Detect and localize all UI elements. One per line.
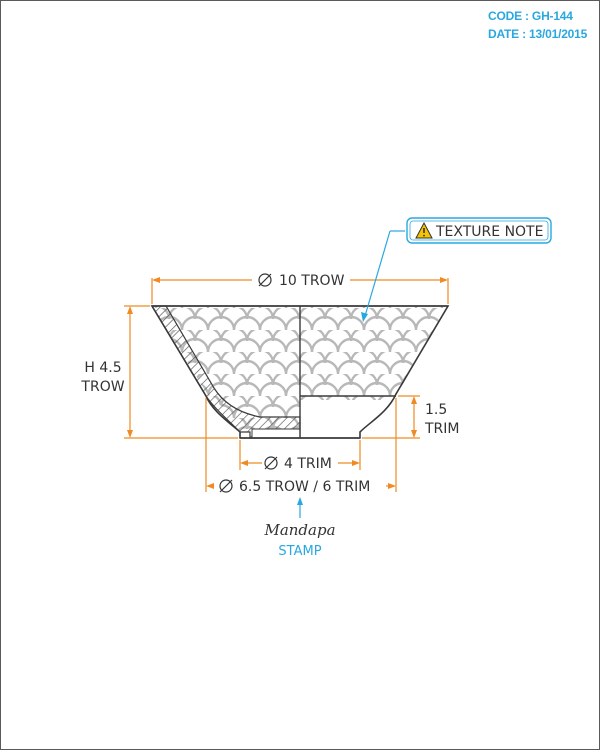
code-label: CODE : GH-144 xyxy=(488,9,573,23)
stamp-label: STAMP xyxy=(278,544,321,559)
diameter-icon xyxy=(258,273,272,287)
dimension-foot-outer: 6.5 TROW / 6 TRIM xyxy=(205,398,397,495)
date-label: DATE : 13/01/2015 xyxy=(488,27,588,41)
diameter-icon xyxy=(219,479,233,493)
stamp-callout: Mandapa STAMP xyxy=(263,497,336,559)
bowl-section-view xyxy=(150,305,450,439)
dimension-foot-height: 1.5 TRIM xyxy=(362,395,460,439)
foot-outer-label: 6.5 TROW / 6 TRIM xyxy=(239,479,370,495)
foot-inner-label: 4 TRIM xyxy=(284,456,332,472)
height-label-line1: H 4.5 xyxy=(84,360,121,376)
foot-height-label-line2: TRIM xyxy=(424,421,460,437)
stamp-logo: Mandapa xyxy=(263,521,335,539)
diameter-icon xyxy=(264,456,278,470)
dimension-top-width: 10 TROW xyxy=(151,273,449,304)
foot-height-label-line1: 1.5 xyxy=(425,402,447,418)
dimension-foot-inner: 4 TRIM xyxy=(239,440,361,472)
top-width-label: 10 TROW xyxy=(279,273,345,289)
texture-note-label: TEXTURE NOTE xyxy=(435,224,543,240)
height-label-line2: TROW xyxy=(80,379,124,395)
texture-note-callout: TEXTURE NOTE xyxy=(361,217,552,322)
dimension-height: H 4.5 TROW xyxy=(80,305,238,439)
warning-icon xyxy=(415,221,433,239)
